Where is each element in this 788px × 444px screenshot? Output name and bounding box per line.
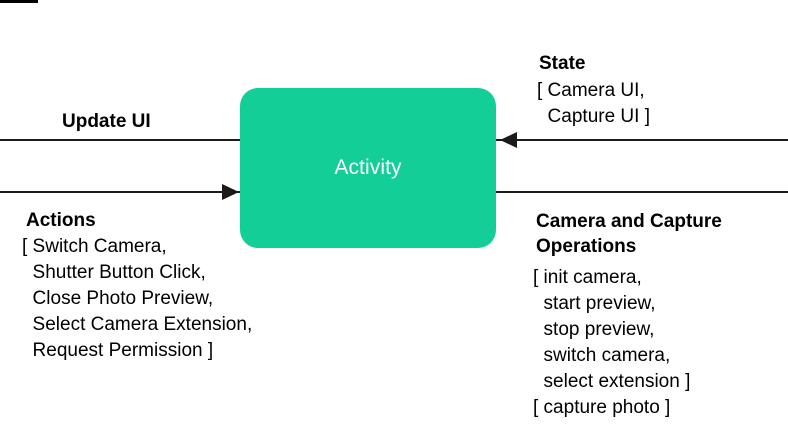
arrowhead-right-into-activity xyxy=(222,184,239,200)
edge-payload-camera-ops: [ init camera, start preview, stop previ… xyxy=(533,267,691,392)
crop-marker-bar xyxy=(0,0,38,3)
edge-label-actions: Actions xyxy=(26,210,96,231)
edge-label-state: State xyxy=(539,53,586,74)
activity-node-label: Activity xyxy=(334,156,402,179)
edge-label-camera-ops: Camera and Capture Operations xyxy=(536,211,722,257)
edge-payload-actions: [ Switch Camera, Shutter Button Click, C… xyxy=(22,236,253,361)
edge-label-update-ui: Update UI xyxy=(62,111,151,132)
edge-payload-state: [ Camera UI, Capture UI ] xyxy=(537,80,650,127)
activity-node[interactable]: Activity xyxy=(240,88,496,248)
arrowhead-left-into-activity xyxy=(500,132,517,148)
edge-payload-capture-ops: [ capture photo ] xyxy=(533,397,671,418)
